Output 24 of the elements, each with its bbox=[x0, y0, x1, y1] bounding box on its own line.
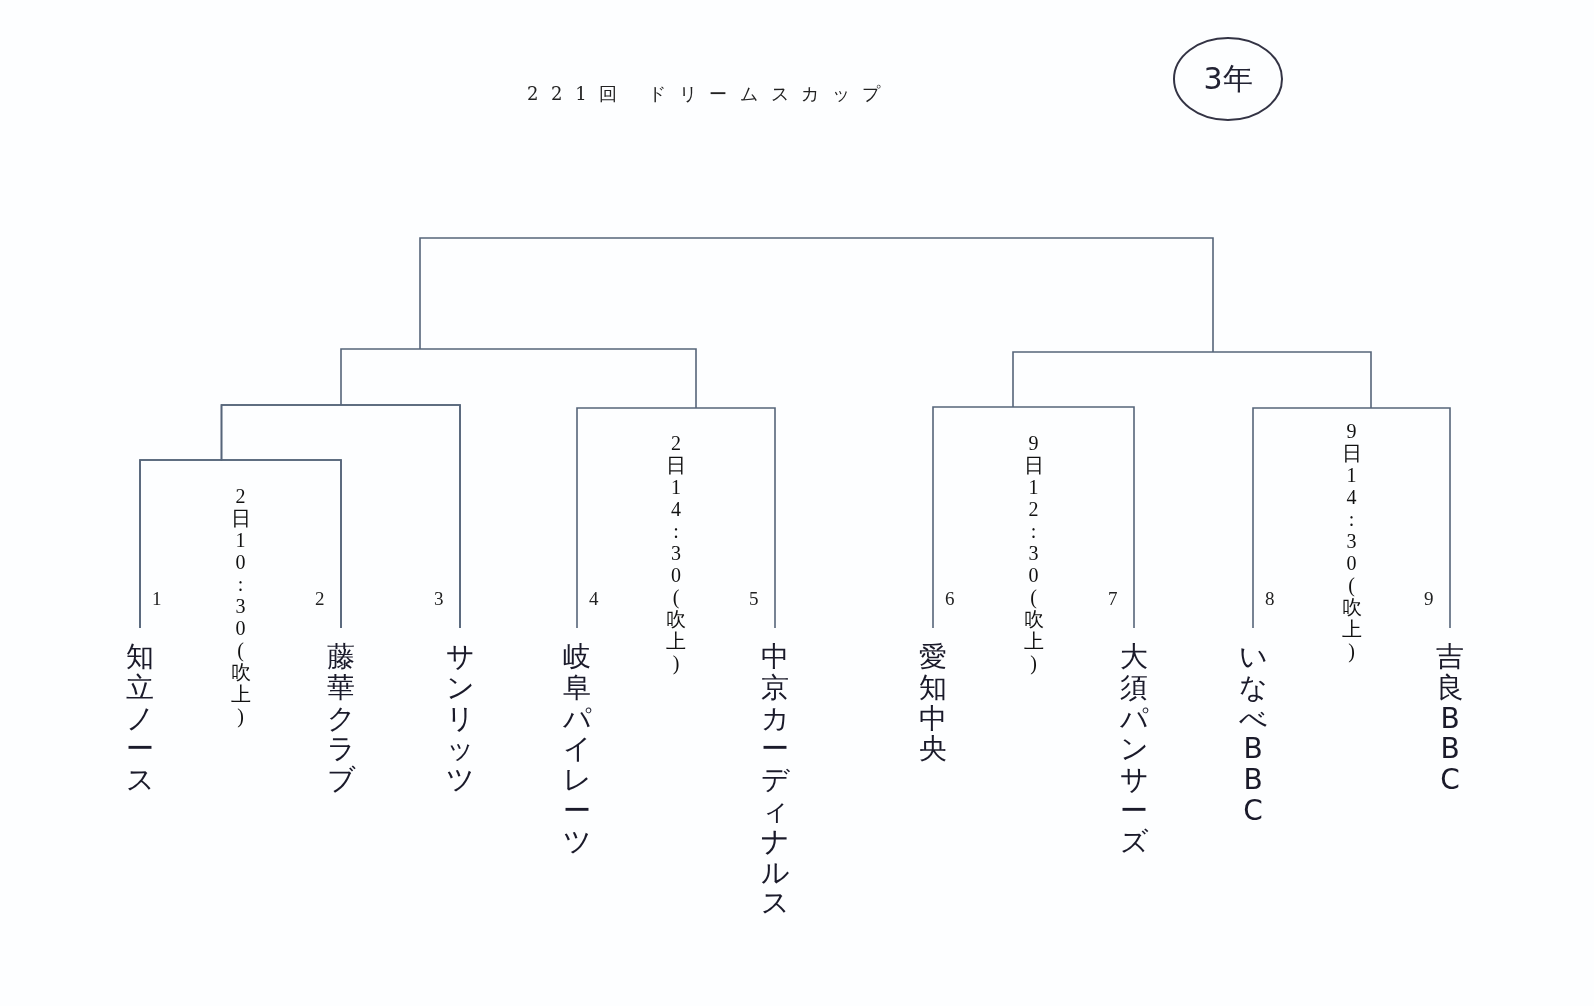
team-name: 愛知中央 bbox=[917, 628, 949, 766]
entry-number: 4 bbox=[589, 588, 599, 610]
entry-number: 1 bbox=[152, 588, 162, 610]
entry-number: 7 bbox=[1108, 588, 1118, 610]
entry-number: 8 bbox=[1265, 588, 1275, 610]
bracket-line bbox=[1252, 407, 1451, 629]
team-name: いなべBBC bbox=[1237, 628, 1269, 827]
team-name: 岐阜パイレーツ bbox=[561, 628, 593, 858]
team-name: 中京カーディナルス bbox=[759, 628, 791, 920]
bracket-line bbox=[220, 404, 461, 629]
team-name: 知立ノース bbox=[124, 628, 156, 796]
grade-circle: 3年 bbox=[1172, 36, 1284, 122]
team-name: 藤華クラブ bbox=[325, 628, 357, 796]
entry-number: 9 bbox=[1424, 588, 1434, 610]
team-name: サンリッツ bbox=[444, 628, 476, 796]
entry-number: 6 bbox=[945, 588, 955, 610]
team-name: 吉良BBC bbox=[1434, 628, 1466, 796]
team-name: 大須パンサーズ bbox=[1118, 628, 1150, 858]
bracket-line bbox=[932, 406, 1135, 629]
bracket-line bbox=[576, 407, 776, 629]
entry-number: 5 bbox=[749, 588, 759, 610]
title: 221回 ドリームスカップ bbox=[526, 82, 894, 106]
entry-number: 3 bbox=[434, 588, 444, 610]
entry-number: 2 bbox=[315, 588, 325, 610]
